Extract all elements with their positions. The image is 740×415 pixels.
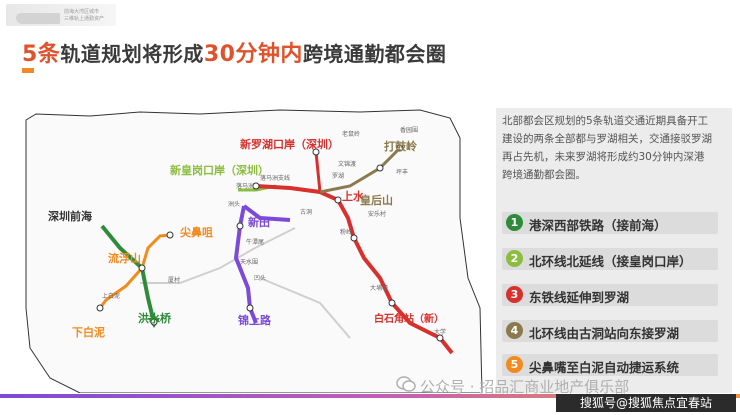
description-line-4: 跨境通勤都会圈。 — [502, 169, 586, 181]
route-label-1: 港深西部铁路（接前海） — [529, 218, 667, 233]
page-title: 5条轨道规划将形成30分钟内跨境通勤都会圈 — [22, 36, 446, 68]
logo-line-2: 三维轨上通勤资产 — [64, 16, 105, 22]
station-jinshanglu — [246, 304, 254, 312]
route-item-1: 1 港深西部铁路（接前海） — [502, 212, 718, 234]
route-label-5: 尖鼻嘴至白泥自动捷运系统 — [529, 360, 680, 375]
wechat-icon — [396, 376, 416, 392]
train-icon — [16, 13, 60, 24]
route-purple-branch — [242, 204, 291, 222]
route-label-4: 北环线由古洞站向东接罗湖 — [529, 326, 680, 341]
label-xintian: 新田 — [248, 215, 270, 229]
station-wenjindu — [376, 164, 384, 172]
footer-gradient-bar — [0, 394, 740, 398]
station-daxue — [436, 334, 444, 342]
label-hongshuiqiao: 洪水桥 — [138, 311, 172, 325]
label-daxue: 大学 — [434, 328, 446, 336]
station-xiabaini — [96, 304, 104, 312]
label-pingqian: 坪丰 — [396, 168, 408, 176]
label-niutanwei: 牛潭尾 — [246, 238, 264, 246]
label-liufushan: 流浮山 — [108, 251, 141, 265]
coastline — [25, 109, 483, 393]
description-line-2: 建设的两条全部都与罗湖相关，交通接驳罗湖 — [502, 133, 712, 145]
source-caption: 搜狐号@搜狐焦点宜春站 — [556, 394, 736, 412]
title-underline — [22, 68, 34, 73]
route-3-line — [255, 184, 454, 355]
label-dajinling: 打鼓岭 — [384, 139, 417, 153]
rail-map: 深圳前海 新罗湖口岸（深圳） 新皇岗口岸（深圳） 尖鼻咀 流浮山 洪水桥 下白泥… — [25, 109, 483, 393]
route-item-4: 4 北环线由古洞站向东接罗湖 — [502, 320, 718, 342]
route-3-branch — [314, 151, 322, 193]
station-shangshui — [334, 196, 342, 204]
title-text-2: 跨境通勤都会圈 — [302, 42, 447, 66]
route-number-5: 5 — [506, 356, 523, 373]
station-hongshuiqiao — [150, 318, 158, 326]
watermark-text: 公众号 · 招品汇商业地产俱乐部 — [420, 378, 630, 396]
label-wenjinying: 文锦渡 — [338, 160, 356, 168]
label-laogangling: 老鼠岭 — [342, 130, 360, 138]
route-label-2: 北环线北延线（接皇岗口岸） — [529, 254, 692, 269]
route-number-3: 3 — [506, 286, 523, 303]
station-dapu — [388, 299, 396, 307]
label-xin-huanggang: 新皇岗口岸（深圳） — [170, 163, 269, 177]
route-label-3: 东铁线延伸到罗湖 — [529, 290, 630, 305]
route-item-5: 5 尖鼻嘴至白泥自动捷运系统 — [502, 354, 718, 376]
station-luomazhou — [252, 182, 260, 190]
label-tianshui: 天水围 — [240, 258, 258, 266]
label-zhoutou: 洲头 — [228, 200, 240, 208]
label-fenling: 粉岭 — [340, 228, 352, 236]
label-luomaqiao: 落马洲 — [236, 182, 254, 190]
description-block: 北部都会区规划的5条轨道交通近期具备开工 建设的两条全部都与罗湖相关，交通接驳罗… — [502, 112, 726, 184]
label-shangbaini: 上白泥 — [102, 292, 120, 300]
description-line-1: 北部都会区规划的5条轨道交通近期具备开工 — [502, 115, 709, 127]
label-huanghoushan: 皇后山 — [360, 193, 393, 207]
label-yuancun: 厦村 — [168, 276, 180, 284]
station-xianggangyuan — [396, 144, 404, 152]
route-item-2: 2 北环线北延线（接皇岗口岸） — [502, 248, 718, 270]
logo-line-1: 前海大湾区城市 — [64, 9, 100, 15]
label-baishijiao: 白石角站（新） — [374, 312, 444, 325]
stations — [96, 144, 444, 342]
route-number-4: 4 — [506, 322, 523, 339]
label-jinshanglu: 锦上路 — [238, 313, 272, 327]
label-anle: 安乐村 — [368, 210, 386, 218]
title-highlight-1: 5条 — [22, 42, 61, 67]
label-xin-luohu: 新罗湖口岸（深圳） — [240, 137, 339, 151]
route-number-2: 2 — [506, 250, 523, 267]
station-liufushan — [138, 264, 146, 272]
title-text-1: 轨道规划将形成 — [60, 42, 204, 66]
route-item-3: 3 东铁线延伸到罗湖 — [502, 284, 718, 306]
label-shenzhen-qianhai: 深圳前海 — [48, 209, 92, 223]
label-luomazhou-branch: 落马洲支线 — [260, 174, 290, 182]
brand-logo: 前海大湾区城市 三维轨上通勤资产 — [6, 4, 116, 26]
station-fenling — [350, 234, 358, 242]
label-aotou: 凹头 — [254, 274, 266, 282]
label-xiabaini: 下白泥 — [72, 325, 105, 339]
label-jianbizui: 尖鼻咀 — [180, 225, 213, 239]
label-gudong: 古洞 — [300, 208, 312, 216]
label-luohu: 罗湖 — [332, 172, 344, 180]
route-number-1: 1 — [506, 214, 523, 231]
title-highlight-2: 30分钟内 — [203, 42, 303, 67]
route-purple-line — [233, 205, 252, 309]
station-jianbizui — [166, 231, 174, 239]
route-4-line — [319, 146, 402, 194]
label-dapu: 大埔墟 — [370, 284, 388, 292]
description-line-3: 再占先机，未来罗湖将形成约30分钟内深港 — [502, 151, 705, 163]
existing-line-west — [140, 227, 296, 284]
station-luohu-new — [312, 148, 320, 156]
existing-line-east — [259, 277, 351, 339]
label-xianggangyuan: 香园围 — [400, 126, 418, 134]
label-shangshui: 上水 — [342, 189, 365, 203]
station-xintian — [236, 222, 244, 230]
